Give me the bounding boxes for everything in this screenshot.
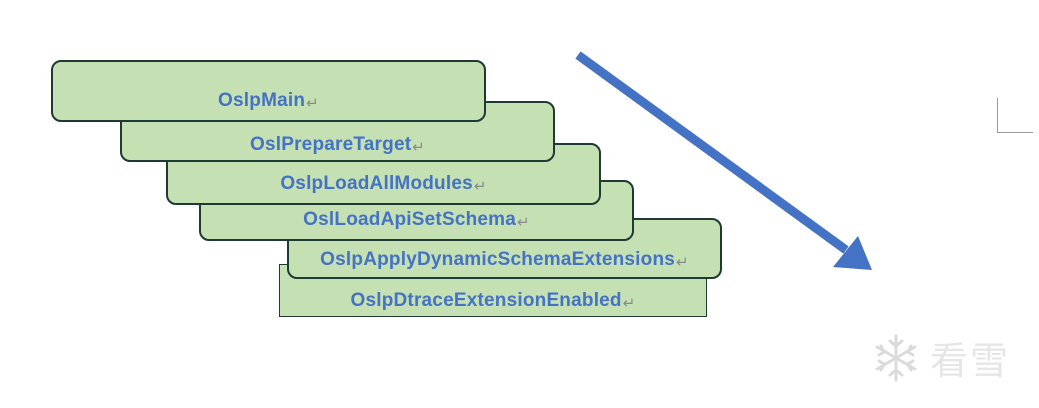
snowflake-icon bbox=[875, 334, 917, 381]
stack-box-oslpmain: OslpMain↵ bbox=[51, 60, 486, 122]
box-label: OslPrepareTarget bbox=[249, 134, 412, 155]
arrow-shaft bbox=[575, 51, 849, 254]
box-label: OslLoadApiSetSchema bbox=[303, 209, 517, 230]
box-label: OslpMain bbox=[218, 90, 306, 111]
paragraph-mark-icon: ↵ bbox=[306, 95, 319, 112]
arrow-head-icon bbox=[833, 236, 872, 270]
box-label: OslpDtraceExtensionEnabled bbox=[350, 290, 622, 311]
paragraph-mark-icon: ↵ bbox=[676, 254, 689, 271]
paragraph-mark-icon: ↵ bbox=[517, 214, 530, 231]
paragraph-mark-icon: ↵ bbox=[622, 295, 636, 312]
watermark: 看雪 bbox=[870, 330, 1020, 385]
paragraph-mark-icon: ↵ bbox=[412, 139, 426, 156]
box-label: OslpLoadAllModules bbox=[280, 173, 473, 194]
paragraph-mark-icon: ↵ bbox=[473, 178, 487, 195]
page-corner-mark bbox=[997, 98, 1033, 133]
watermark-text: 看雪 bbox=[930, 339, 1011, 383]
box-label: OslpApplyDynamicSchemaExtensions bbox=[320, 249, 676, 270]
